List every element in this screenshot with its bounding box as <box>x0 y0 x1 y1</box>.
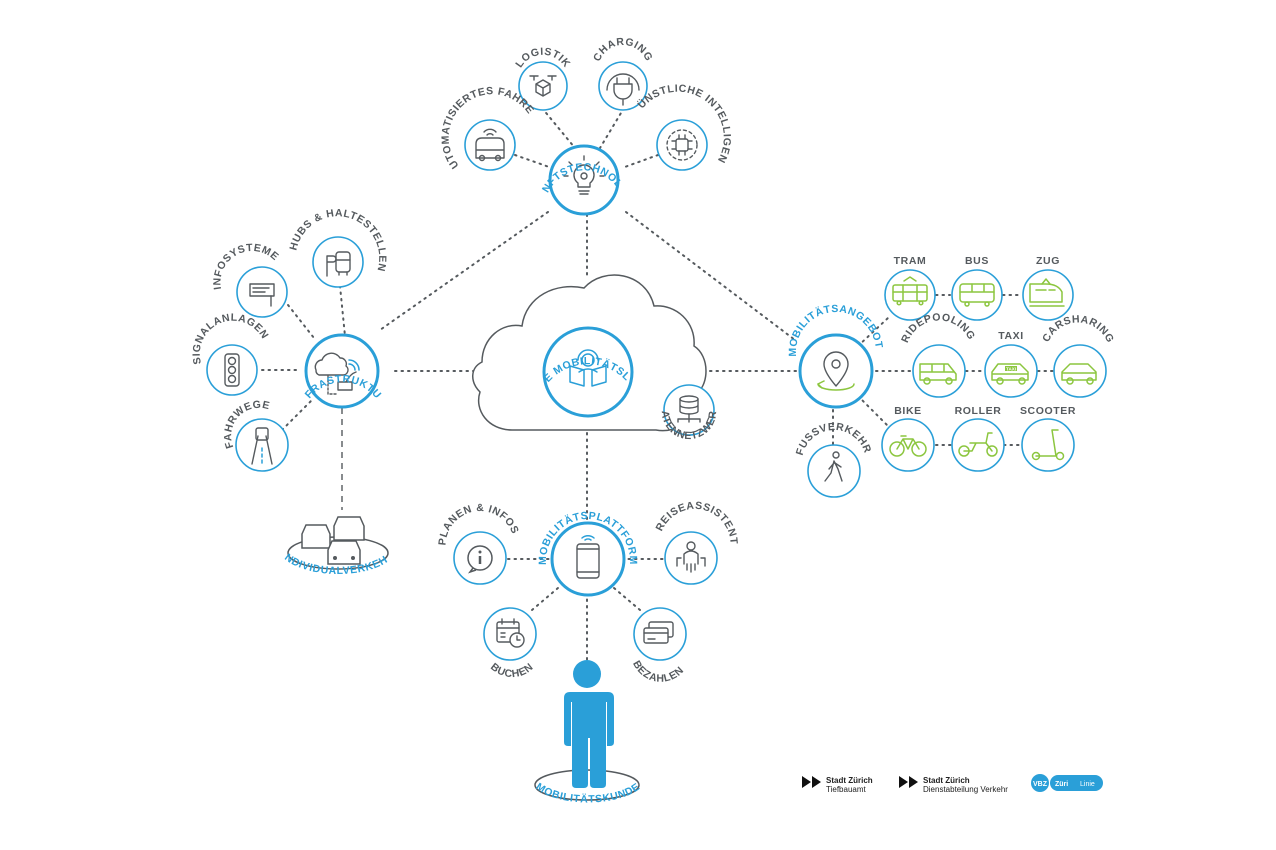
platform-hub: MOBILITÄTSPLATTFORM PLANEN & INFOS REISE… <box>436 500 739 685</box>
logo-1-dept: Tiefbauamt <box>826 785 866 794</box>
individual-traffic-label: INDIVIDUALVERKEHR <box>0 0 389 577</box>
train-icon <box>1029 278 1065 307</box>
stadt-zuerich-logo-2 <box>899 776 918 788</box>
lightbulb-icon <box>563 155 605 195</box>
svg-text:BEZAHLEN: BEZAHLEN <box>630 659 686 685</box>
connectors <box>261 107 1055 661</box>
individual-traffic-icon <box>287 516 389 570</box>
road-lane-icon <box>251 427 273 465</box>
svg-text:MOBILITÄTSANGEBOTE: MOBILITÄTSANGEBOTE <box>0 0 885 357</box>
travel-assistant-icon <box>676 541 706 573</box>
charging-label: CHARGING <box>591 36 654 64</box>
charging-plug-icon <box>606 73 640 106</box>
logo-text-1: Stadt Zürich Tiefbauamt <box>826 776 873 794</box>
offers-label: MOBILITÄTSANGEBOTE <box>0 0 884 357</box>
logo-2-name: Stadt Zürich <box>923 776 970 785</box>
buchen-label: BUCHEN <box>488 661 535 680</box>
location-pin-icon <box>817 351 855 391</box>
bike-label: BIKE <box>894 405 922 417</box>
svg-text:INDIVIDUALVERKEHR: INDIVIDUALVERKEHR <box>0 0 390 577</box>
control-desk-icon <box>569 349 607 387</box>
pedestrian-icon <box>824 451 843 482</box>
drone-icon <box>529 75 557 97</box>
svg-text:AUTOMATISIERTES FAHREN: AUTOMATISIERTES FAHREN <box>0 0 536 171</box>
future-tech-hub: ZUKUNFTSTECHNOLOGIEN LOGISTIK CHARGING A… <box>0 0 732 216</box>
infrastructure-hub: VERNETZTE INFRASTRUKTUR / SENSOREN HUBS … <box>0 0 390 577</box>
stadt-zuerich-logo-1 <box>802 776 821 788</box>
tram-icon <box>892 276 928 306</box>
ridepooling-van-icon <box>919 363 957 385</box>
ai-chip-icon <box>666 129 698 161</box>
tram-label: TRAM <box>894 255 927 267</box>
payment-card-icon <box>643 621 674 644</box>
automated-driving-label: AUTOMATISIERTES FAHREN <box>0 0 536 171</box>
roller-label: ROLLER <box>955 405 1002 417</box>
person-icon <box>564 660 614 788</box>
scooter-moped-icon <box>958 432 998 457</box>
zug-label: ZUG <box>1036 255 1060 267</box>
database-network-icon <box>677 395 701 423</box>
bezahlen-label: BEZAHLEN <box>630 659 686 685</box>
svg-text:CHARGING: CHARGING <box>591 36 655 64</box>
traffic-light-icon <box>224 353 240 387</box>
svg-text:BUCHEN: BUCHEN <box>488 661 536 680</box>
taxi-sign: TAXI <box>1006 367 1016 372</box>
bus-stop-icon <box>326 251 351 277</box>
linie-text: Linie <box>1080 781 1095 788</box>
logo-1-name: Stadt Zürich <box>826 776 873 785</box>
cloud-sensor-icon <box>314 352 360 395</box>
logo-2-dept: Dienstabteilung Verkehr <box>923 785 1008 794</box>
customer: MOBILITÄTSKUNDE <box>534 660 642 806</box>
vbz-text: VBZ <box>1033 781 1048 788</box>
bus-icon <box>959 283 995 307</box>
info-sign-icon <box>249 283 275 307</box>
autonomous-vehicle-icon <box>475 128 505 162</box>
smartphone-icon <box>576 534 600 579</box>
vbz-zueri-linie-logo: VBZ Züri Linie <box>1031 774 1103 792</box>
carsharing-car-icon <box>1061 363 1097 385</box>
logo-text-2: Stadt Zürich Dienstabteilung Verkehr <box>923 776 1008 794</box>
bus-label: BUS <box>965 255 989 267</box>
calendar-clock-icon <box>496 618 525 648</box>
bike-icon <box>889 435 927 457</box>
scooter-label: SCOOTER <box>1020 405 1076 417</box>
taxi-label: TAXI <box>998 330 1024 342</box>
kick-scooter-icon <box>1031 429 1065 461</box>
taxi-icon <box>991 363 1029 385</box>
info-icon <box>467 545 493 574</box>
zueri-text: Züri <box>1055 781 1068 788</box>
